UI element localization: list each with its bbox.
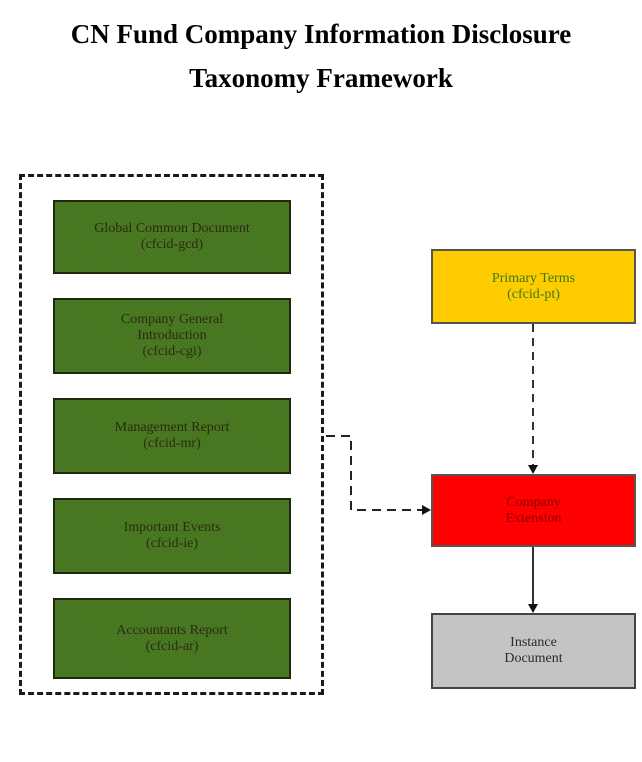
- box-accountants-report: Accountants Report (cfcid-ar): [53, 598, 291, 679]
- diagram-title-line2: Taxonomy Framework: [189, 63, 453, 93]
- box-label: Management Report: [114, 420, 230, 435]
- box-code: (cfcid-ie): [145, 536, 199, 551]
- box-code: (cfcid-pt): [507, 286, 560, 302]
- arrowhead-icon: [528, 604, 538, 613]
- box-label-line2: Extension: [505, 510, 562, 526]
- box-code: (cfcid-gcd): [140, 237, 204, 252]
- arrow-primary-to-extension: [528, 324, 538, 474]
- arrowhead-icon: [528, 465, 538, 474]
- box-label: Instance: [510, 635, 557, 650]
- box-label-line2: Document: [504, 651, 563, 666]
- box-code: (cfcid-ar): [145, 638, 199, 654]
- box-code: (cfcid-cgi): [142, 344, 202, 359]
- box-global-common-document: Global Common Document (cfcid-gcd): [53, 200, 291, 274]
- diagram-title-line1: CN Fund Company Information Disclosure: [70, 19, 572, 49]
- box-label: Important Events: [123, 520, 221, 535]
- box-instance-document: Instance Document: [431, 613, 636, 689]
- box-label: Global Common Document: [94, 221, 250, 236]
- box-important-events: Important Events (cfcid-ie): [53, 498, 291, 574]
- box-company-general-introduction: Company General Introduction (cfcid-cgi): [53, 298, 291, 374]
- arrow-group-to-extension: [326, 435, 431, 515]
- box-label: Company: [506, 494, 561, 510]
- arrowhead-icon: [422, 505, 431, 515]
- box-label: Company General: [120, 312, 224, 327]
- box-label: Accountants Report: [116, 622, 228, 638]
- taxonomy-module-group: [19, 174, 324, 695]
- arrow-extension-to-instance: [528, 547, 538, 613]
- box-label-line2: Introduction: [137, 328, 207, 343]
- box-management-report: Management Report (cfcid-mr): [53, 398, 291, 474]
- box-primary-terms: Primary Terms (cfcid-pt): [431, 249, 636, 324]
- box-company-extension: Company Extension: [431, 474, 636, 547]
- box-label: Primary Terms: [491, 270, 576, 286]
- box-code: (cfcid-mr): [143, 436, 201, 451]
